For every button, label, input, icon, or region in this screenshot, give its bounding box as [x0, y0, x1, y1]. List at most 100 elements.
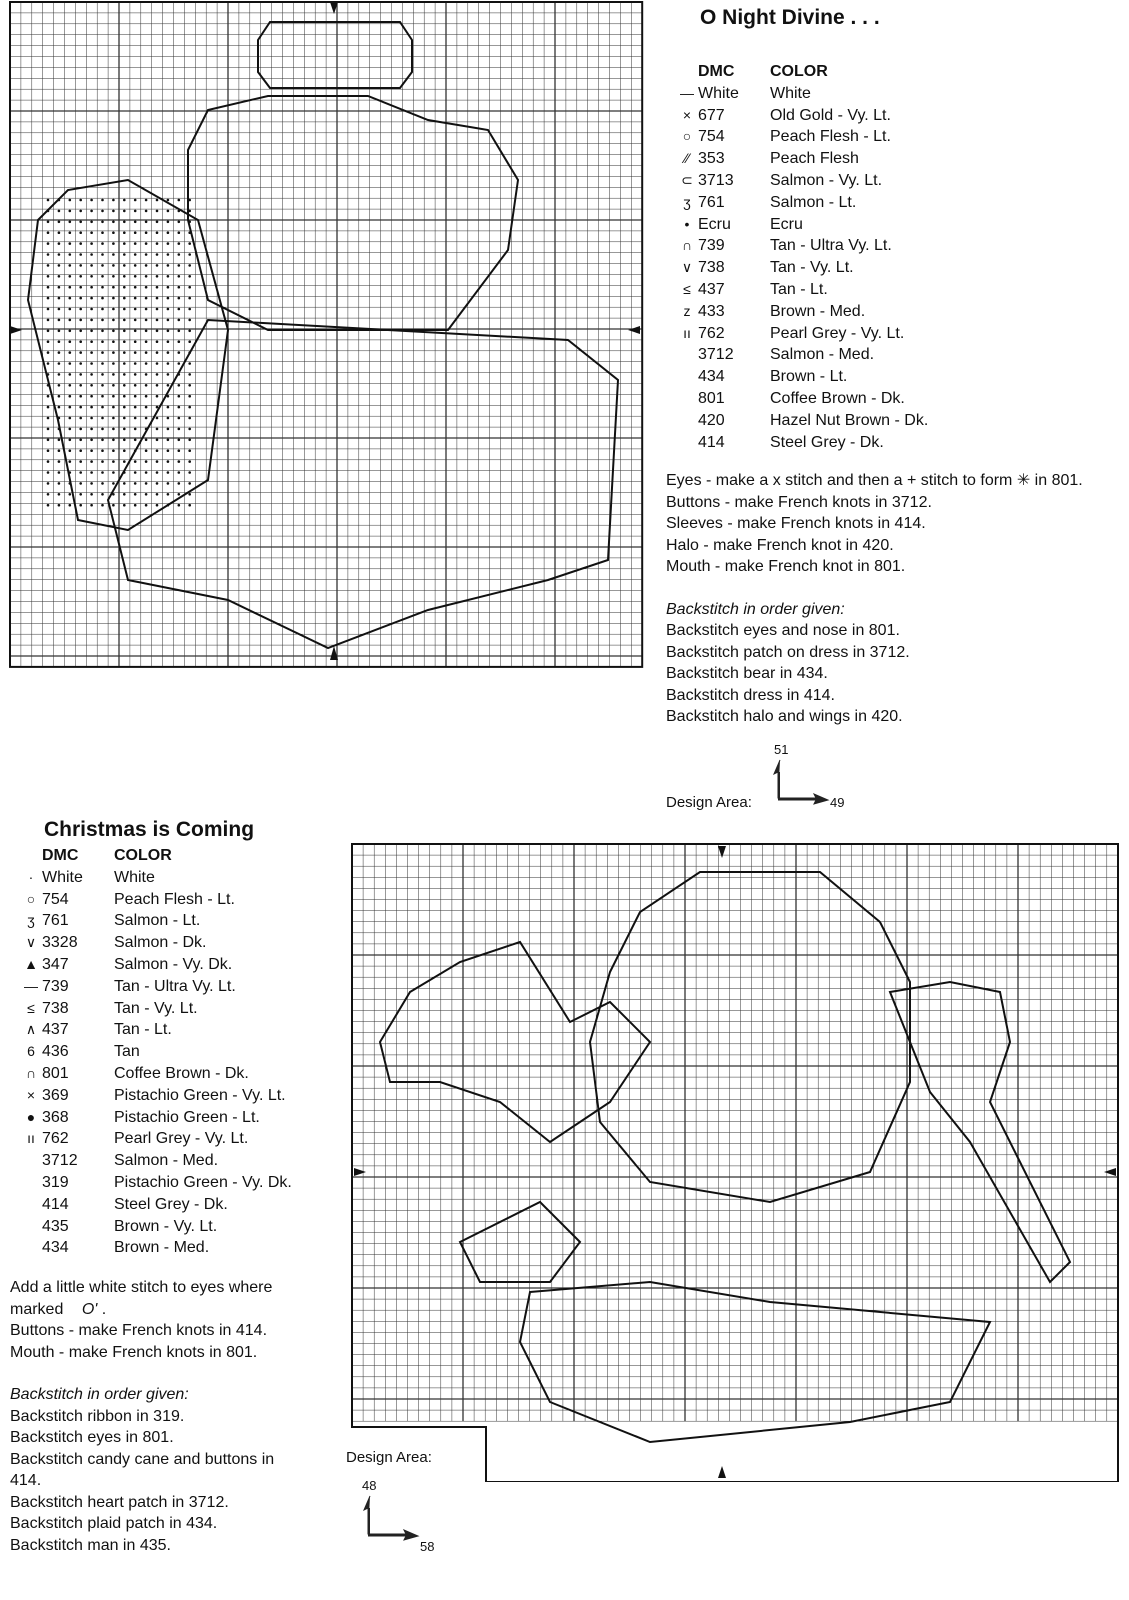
chart2-note-line: marked O' .	[10, 1299, 340, 1321]
chart1-backstitch-line: Backstitch eyes and nose in 801.	[666, 620, 1126, 642]
chart2-note-line: Mouth - make French knots in 801.	[10, 1342, 340, 1364]
chart1-grid	[8, 0, 644, 672]
chart1-backstitch-line: Backstitch halo and wings in 420.	[666, 706, 1126, 728]
color-name: Old Gold - Vy. Lt.	[770, 105, 891, 127]
chart1-note-line: Mouth - make French knot in 801.	[666, 556, 1126, 578]
dmc-number: 739	[698, 235, 770, 257]
dmc-number: 738	[42, 998, 114, 1020]
chart2-backstitch-line: Backstitch candy cane and buttons in	[10, 1449, 340, 1471]
dmc-number: 762	[698, 323, 770, 345]
stitch-symbol-icon: ×	[20, 1085, 42, 1107]
chart1-backstitch-line: Backstitch dress in 414.	[666, 685, 1126, 707]
stitch-symbol-icon	[676, 432, 698, 454]
chart1-notes: Eyes - make a x stitch and then a + stit…	[666, 470, 1126, 728]
stitch-symbol-icon	[20, 1237, 42, 1259]
color-name: Peach Flesh - Lt.	[770, 126, 891, 148]
chart1-note-line: Eyes - make a x stitch and then a + stit…	[666, 470, 1126, 492]
stitch-symbol-icon: ʒ	[676, 192, 698, 214]
stitch-symbol-icon: ·	[20, 867, 42, 889]
color-name: Steel Grey - Dk.	[770, 432, 884, 454]
stitch-symbol-icon: ıı	[20, 1128, 42, 1150]
dmc-number: 433	[698, 301, 770, 323]
chart2-backstitch-line: 414.	[10, 1470, 340, 1492]
dmc-number: 801	[698, 388, 770, 410]
stitch-symbol-icon: ●	[20, 1107, 42, 1129]
color-name: Salmon - Med.	[770, 344, 874, 366]
color-name: Ecru	[770, 214, 803, 236]
chart2-dmc-header: DMC	[42, 845, 114, 867]
chart2-note-line: Add a little white stitch to eyes where	[10, 1277, 340, 1299]
chart1-design-arrows	[768, 758, 838, 813]
chart1-backstitch-heading: Backstitch in order given:	[666, 599, 1126, 621]
dmc-number: 739	[42, 976, 114, 998]
stitch-symbol-icon: 6	[20, 1041, 42, 1063]
chart1-backstitch-line: Backstitch patch on dress in 3712.	[666, 642, 1126, 664]
color-name: Salmon - Vy. Lt.	[770, 170, 882, 192]
dmc-number: 436	[42, 1041, 114, 1063]
stitch-symbol-icon: ıı	[676, 323, 698, 345]
stitch-symbol-icon	[20, 1216, 42, 1238]
color-name: Brown - Lt.	[770, 366, 847, 388]
color-name: Pearl Grey - Vy. Lt.	[770, 323, 904, 345]
color-name: Salmon - Med.	[114, 1150, 218, 1172]
chart2-note-marked: marked	[10, 1301, 63, 1318]
stitch-symbol-icon: —	[20, 976, 42, 998]
chart2-note-line: Buttons - make French knots in 414.	[10, 1320, 340, 1342]
dmc-number: 754	[698, 126, 770, 148]
stitch-symbol-icon: ⊂	[676, 170, 698, 192]
chart2-backstitch-line: Backstitch eyes in 801.	[10, 1427, 340, 1449]
dmc-number: 761	[698, 192, 770, 214]
stitch-symbol-icon: z	[676, 301, 698, 323]
stitch-symbol-icon	[676, 344, 698, 366]
dmc-number: 3712	[698, 344, 770, 366]
dmc-number: 3712	[42, 1150, 114, 1172]
design-area-arrows-icon	[768, 758, 838, 808]
stitch-symbol-icon	[20, 1150, 42, 1172]
chart2-design-height: 48	[362, 1478, 376, 1493]
color-name: Peach Flesh - Lt.	[114, 889, 235, 911]
chart1-design-width: 49	[830, 795, 844, 810]
stitch-symbol-icon	[20, 1172, 42, 1194]
dmc-number: 353	[698, 148, 770, 170]
dmc-number: 762	[42, 1128, 114, 1150]
color-name: Salmon - Dk.	[114, 932, 206, 954]
dmc-number: 3328	[42, 932, 114, 954]
dmc-number: 414	[42, 1194, 114, 1216]
stitch-symbol-icon: ∩	[20, 1063, 42, 1085]
stitch-symbol-icon: ∧	[20, 1019, 42, 1041]
color-name: Tan - Ultra Vy. Lt.	[770, 235, 892, 257]
chart1-note-line: Buttons - make French knots in 3712.	[666, 492, 1126, 514]
chart2-design-area-label: Design Area:	[346, 1449, 432, 1466]
dmc-number: 754	[42, 889, 114, 911]
dmc-number: 435	[42, 1216, 114, 1238]
color-name: Salmon - Vy. Dk.	[114, 954, 232, 976]
stitch-symbol-icon	[676, 366, 698, 388]
color-name: Pistachio Green - Lt.	[114, 1107, 260, 1129]
color-name: Tan - Lt.	[770, 279, 828, 301]
chart1-note-line: Halo - make French knot in 420.	[666, 535, 1126, 557]
stitch-symbol-icon: •	[676, 214, 698, 236]
dmc-number: White	[42, 867, 114, 889]
chart1-design-area-label: Design Area:	[666, 794, 752, 811]
chart2-title: Christmas is Coming	[44, 818, 254, 842]
stitch-symbol-icon	[676, 388, 698, 410]
